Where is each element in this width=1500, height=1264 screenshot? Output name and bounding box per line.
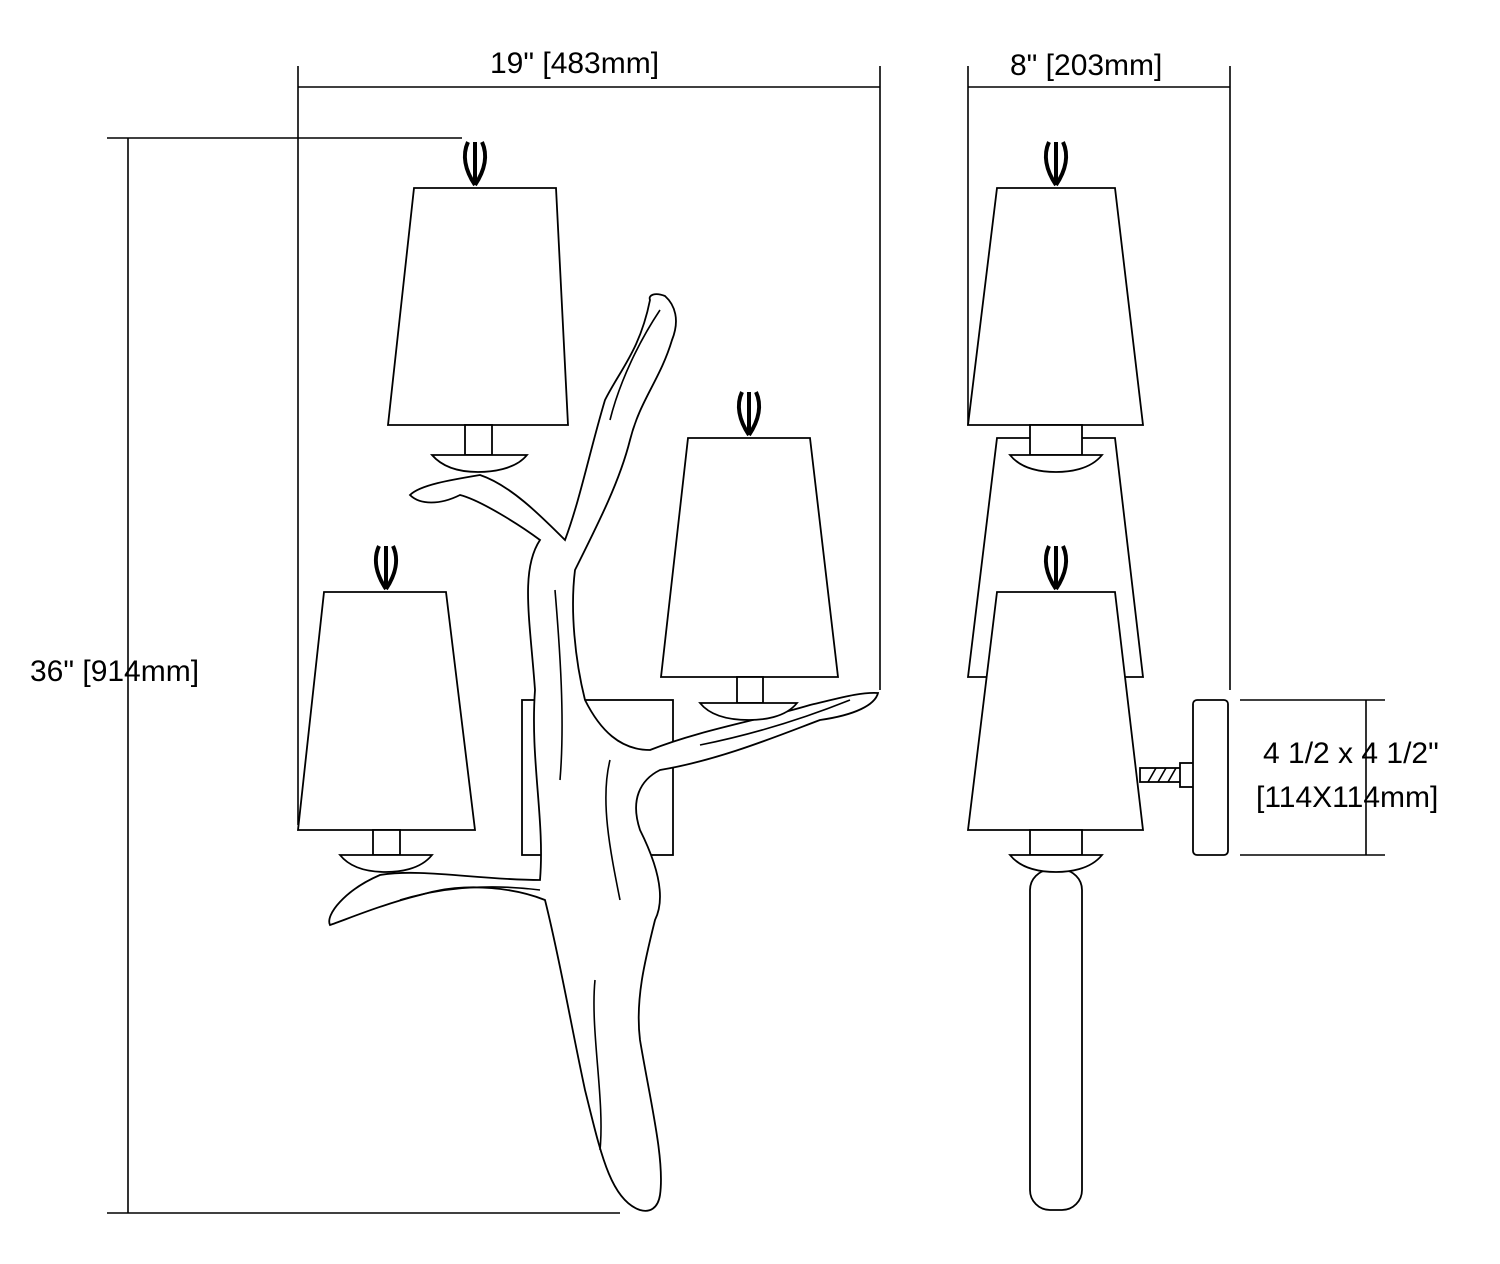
socket <box>464 424 493 456</box>
side-wall-plate <box>1192 699 1229 856</box>
width-dimension-label: 19" [483mm] <box>490 47 660 80</box>
lamp-top-left <box>386 141 569 473</box>
tree-branch-arm <box>328 293 880 1212</box>
lamp-left <box>296 545 477 873</box>
backplate-dimension-metric-label: [114X114mm] <box>1256 781 1439 814</box>
side-tube <box>1029 869 1083 1211</box>
dimension-lines <box>107 66 1385 1214</box>
cup <box>430 454 529 473</box>
lamp-right <box>659 391 840 721</box>
backplate-dimension-label: 4 1/2 x 4 1/2" <box>1263 737 1439 770</box>
finial <box>462 141 488 187</box>
side-view <box>966 141 1229 1211</box>
shade <box>386 187 569 426</box>
height-dimension-label: 36" [914mm] <box>30 655 200 688</box>
depth-dimension-label: 8" [203mm] <box>1010 49 1163 82</box>
